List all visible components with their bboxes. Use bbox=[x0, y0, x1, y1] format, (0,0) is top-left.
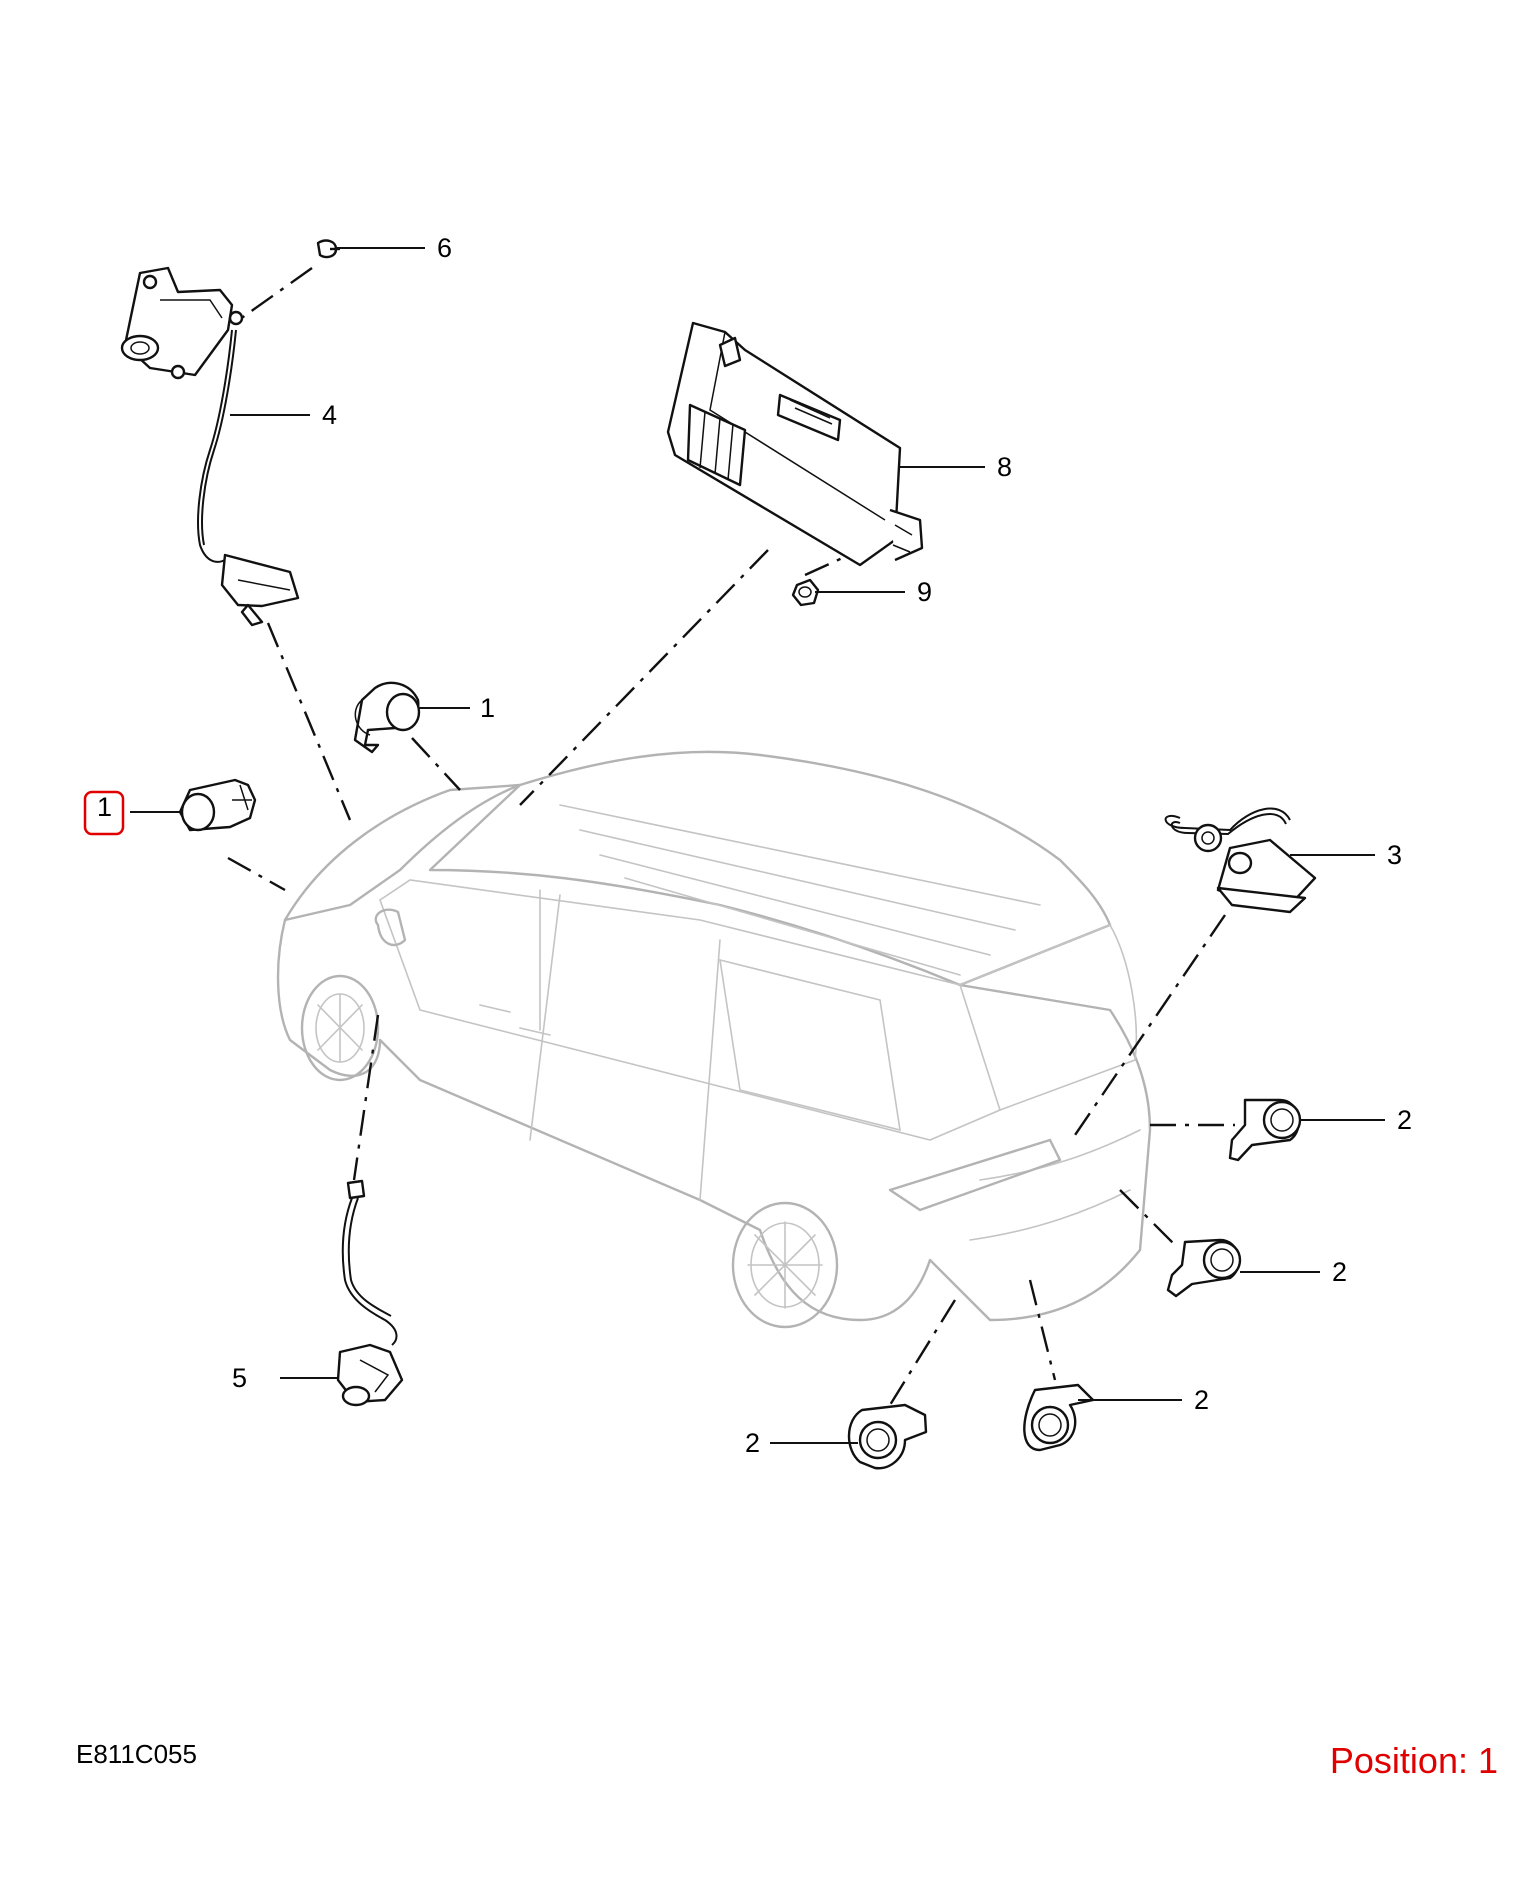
drawing-code-label: E811C055 bbox=[76, 1739, 197, 1769]
callout-9[interactable]: 9 bbox=[917, 577, 932, 607]
part-2-sensor-rear-lower bbox=[1166, 1238, 1242, 1298]
callout-2-rear-center[interactable]: 2 bbox=[1194, 1385, 1209, 1415]
part-9-nut bbox=[791, 578, 820, 607]
callout-3[interactable]: 3 bbox=[1387, 840, 1402, 870]
position-indicator: Position: 1 bbox=[1329, 1740, 1498, 1781]
part-5-side-camera bbox=[336, 1179, 404, 1407]
callout-2-rear-left[interactable]: 2 bbox=[745, 1428, 760, 1458]
callout-highlight-box bbox=[83, 790, 125, 836]
callout-6[interactable]: 6 bbox=[437, 233, 452, 263]
callout-4[interactable]: 4 bbox=[322, 400, 337, 430]
vehicle-outline bbox=[276, 750, 1152, 1329]
callout-5[interactable]: 5 bbox=[232, 1363, 247, 1393]
part-2-sensor-rear-center bbox=[1023, 1383, 1095, 1452]
part-2-sensor-rear-side bbox=[1228, 1098, 1302, 1162]
part-8-control-module bbox=[666, 321, 924, 567]
leader-lines bbox=[130, 247, 1385, 1444]
callout-1-front-upper[interactable]: 1 bbox=[480, 693, 495, 723]
callout-8[interactable]: 8 bbox=[997, 452, 1012, 482]
part-6-bolt bbox=[316, 239, 340, 259]
part-2-sensor-rear-left bbox=[847, 1403, 928, 1470]
callout-1-front-left[interactable]: 1 bbox=[97, 792, 112, 822]
phantom-lines bbox=[227, 267, 1235, 1406]
part-1-sensor-front-left bbox=[178, 778, 257, 832]
callout-2-rear-side[interactable]: 2 bbox=[1397, 1105, 1412, 1135]
callout-2-rear-lower[interactable]: 2 bbox=[1332, 1257, 1347, 1287]
part-4-front-camera bbox=[120, 266, 300, 627]
part-1-sensor-upper bbox=[353, 681, 421, 754]
part-3-rear-camera bbox=[1164, 807, 1317, 914]
